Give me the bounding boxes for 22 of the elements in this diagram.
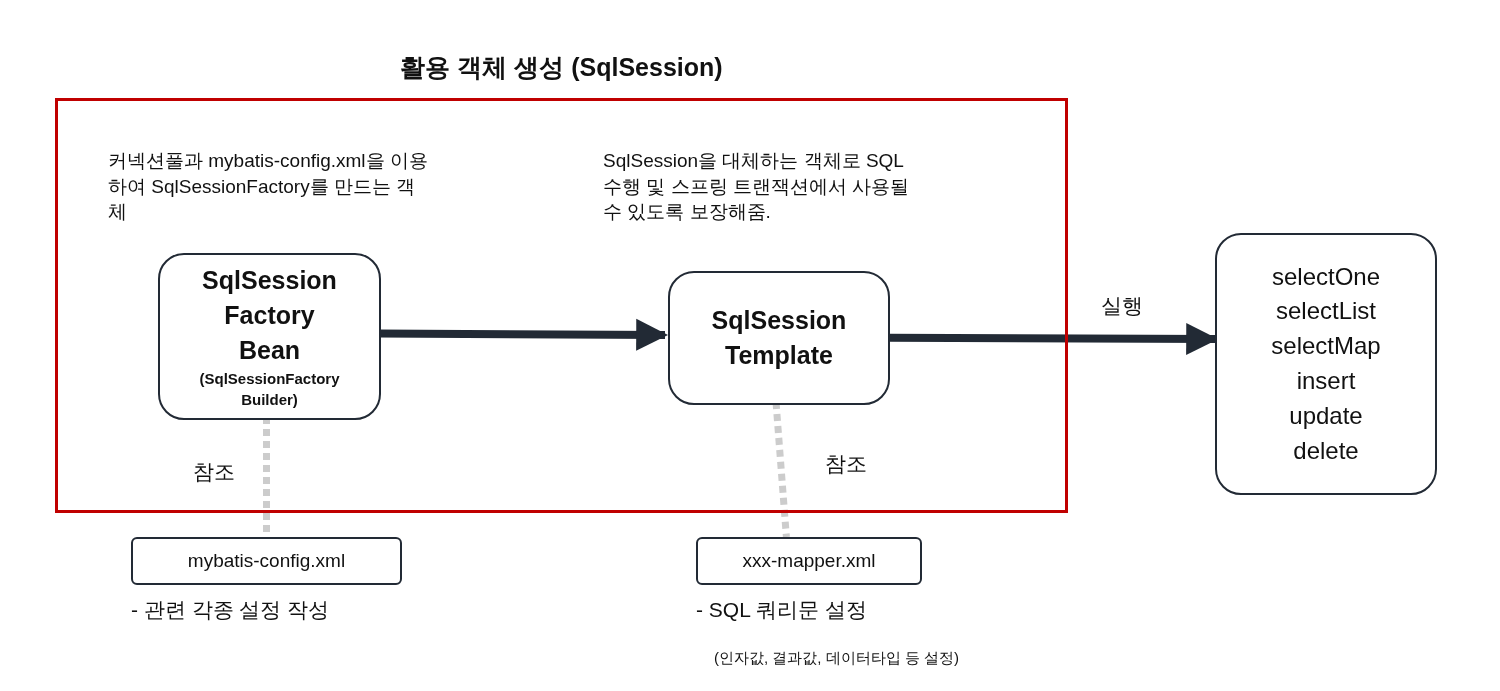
note-text: (인자값, 결과값, 데이터타입 등 설정) xyxy=(714,648,960,668)
file-box xyxy=(696,537,922,585)
method-name: selectOne xyxy=(1271,261,1381,292)
method-name: delete xyxy=(1293,435,1359,466)
box-title: mybatis-config.xml xyxy=(187,548,346,573)
box-title: xxx-mapper.xml xyxy=(742,548,876,573)
box-subtitle: (SqlSessionFactory Builder) xyxy=(198,369,341,410)
method-name: selectMap xyxy=(1271,331,1381,362)
group-heading: 활용 객체 생성 (SqlSession) xyxy=(399,52,724,83)
box-title: SqlSession Factory Bean xyxy=(201,265,338,366)
note-text: - SQL 쿼리문 설정 xyxy=(696,597,868,623)
box-title: SqlSession Template xyxy=(710,305,848,371)
process-box xyxy=(1215,233,1437,495)
process-box xyxy=(668,271,890,405)
process-box xyxy=(158,253,381,420)
method-name: selectList xyxy=(1275,296,1376,327)
method-name: update xyxy=(1289,400,1363,431)
note-text: 커넥션풀과 mybatis-config.xml을 이용하여 SqlSessionFactory를 만드는 객체 xyxy=(108,149,428,225)
file-box xyxy=(131,537,402,585)
method-name: insert xyxy=(1296,366,1356,396)
note-text: - 관련 각종 설정 작성 xyxy=(131,597,331,623)
note-text: SqlSession을 대체하는 객체로 SQL 수행 및 스프링 트랜잭션에서 사용될 수 있도록 보장해줌. xyxy=(603,149,911,225)
